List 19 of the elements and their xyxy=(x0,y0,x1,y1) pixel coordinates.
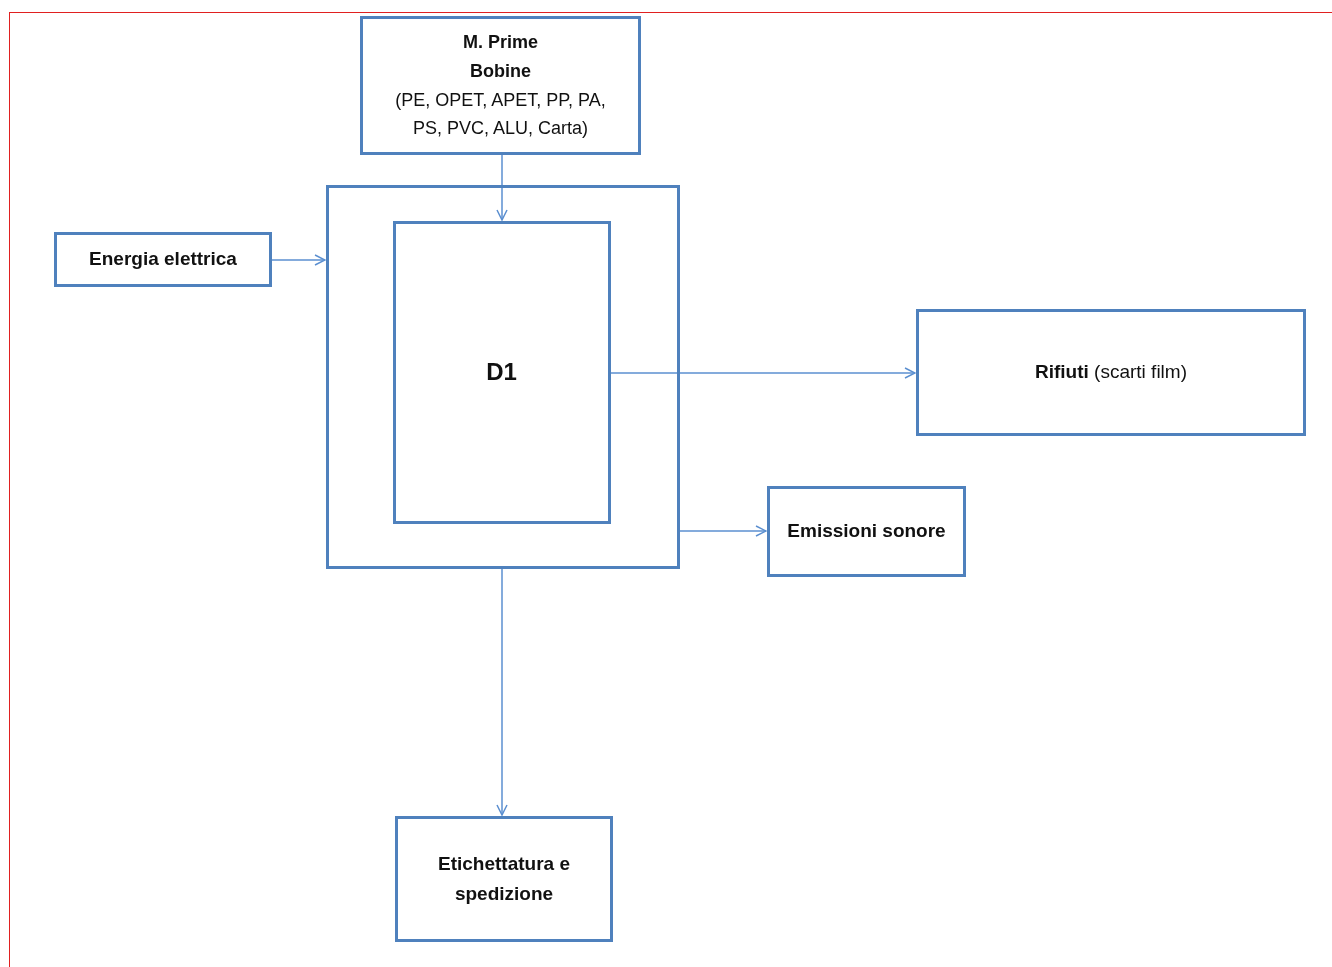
box-label: Emissioni sonore xyxy=(787,519,946,544)
box-label: Rifiuti (scarti film) xyxy=(1035,360,1187,385)
arrow xyxy=(610,367,916,379)
arrow xyxy=(679,525,767,537)
process-box xyxy=(392,220,611,524)
process-box xyxy=(54,232,272,287)
box-label: M. Prime Bobine xyxy=(462,30,539,83)
process-box xyxy=(767,486,966,577)
box-label: Etichettatura e spedizione xyxy=(437,851,571,906)
arrow xyxy=(271,254,326,266)
box-shape xyxy=(326,185,680,569)
box-label: D1 xyxy=(486,356,517,387)
process-box xyxy=(395,816,613,942)
box-label: (PE, OPET, APET, PP, PA, PS, PVC, ALU, Carta) xyxy=(394,88,607,141)
arrow xyxy=(496,568,508,816)
process-box xyxy=(916,309,1306,436)
box-label: Energia elettrica xyxy=(89,247,237,272)
process-box xyxy=(360,16,641,155)
arrow xyxy=(496,154,508,221)
